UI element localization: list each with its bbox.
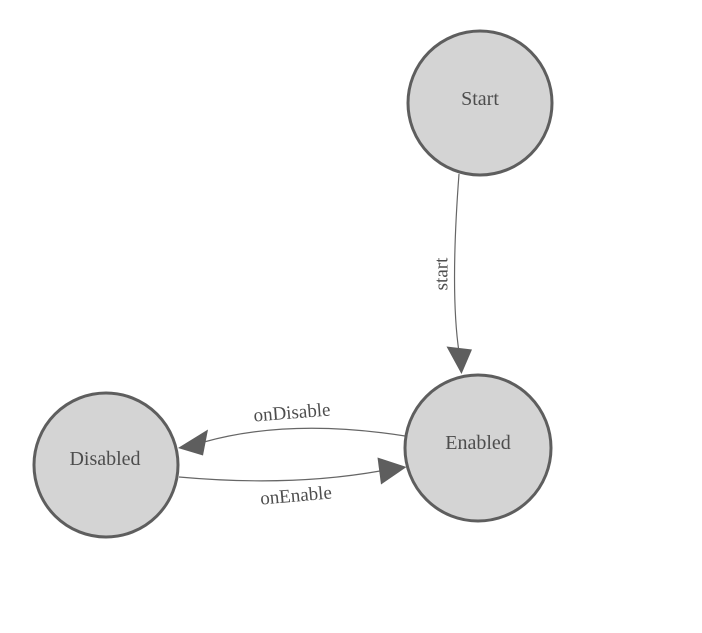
transition-line-ondisable (203, 427, 406, 443)
state-circle-enabled (403, 373, 553, 523)
transition-line-start (453, 173, 460, 353)
state-label-start: Start (461, 88, 499, 110)
state-node-disabled: Disabled (32, 391, 180, 539)
transition-label-onenable: onEnable (259, 482, 332, 509)
transition-start-to-enabled: start (432, 173, 472, 374)
transition-line-onenable (178, 470, 381, 482)
transition-enabled-to-disabled: onDisable (178, 400, 406, 456)
state-node-enabled: Enabled (403, 373, 553, 523)
arrowhead-enabled-to-disabled-icon (178, 429, 208, 456)
state-circle-start (406, 29, 554, 177)
state-node-start: Start (406, 29, 554, 177)
arrowhead-start-to-enabled-icon (446, 346, 472, 374)
arrowhead-disabled-to-enabled-icon (377, 457, 407, 485)
transition-disabled-to-enabled: onEnable (178, 457, 407, 510)
state-label-disabled: Disabled (69, 448, 140, 470)
transition-label-ondisable: onDisable (253, 400, 331, 427)
transition-label-start: start (432, 257, 453, 290)
state-circle-disabled (32, 391, 180, 539)
state-label-enabled: Enabled (445, 432, 511, 454)
